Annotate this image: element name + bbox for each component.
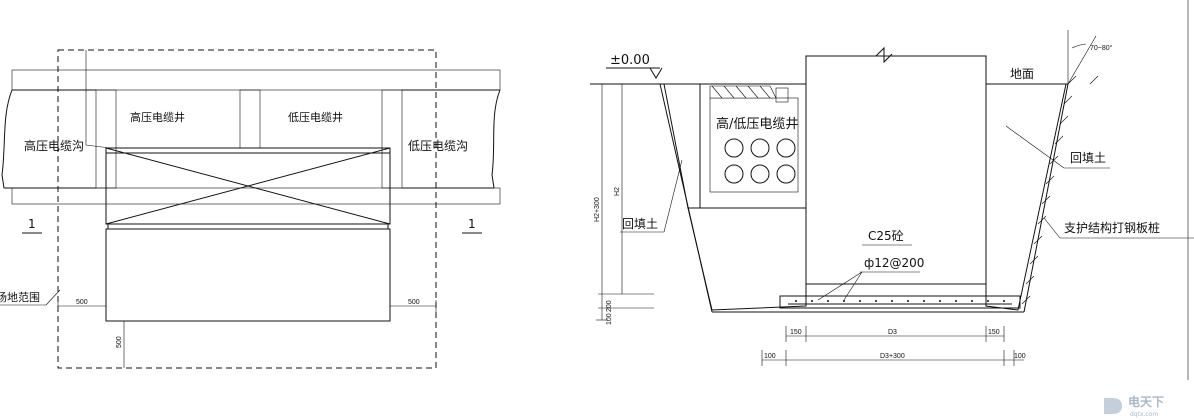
watermark-site: dqtx.com bbox=[1130, 411, 1158, 418]
pier-3 bbox=[381, 89, 403, 189]
label-site-range: 场地范围 bbox=[0, 290, 40, 304]
label-rebar: ф12@200 bbox=[864, 256, 924, 270]
section-mark-right: 1 bbox=[468, 217, 476, 231]
dim-500-left: 500 bbox=[76, 299, 88, 306]
watermark: 电天下 dqtx.com bbox=[1104, 394, 1164, 418]
dim-100-left: 100 bbox=[764, 353, 776, 360]
label-lv-trench: 低压电缆沟 bbox=[408, 139, 468, 153]
watermark-brand: 电天下 bbox=[1128, 394, 1164, 409]
foundation-block bbox=[105, 228, 391, 322]
equipment-body bbox=[805, 55, 987, 285]
dim-100: 100 bbox=[606, 313, 613, 325]
cable-well-brick bbox=[699, 83, 807, 209]
site-range-boundary bbox=[57, 49, 437, 369]
label-support: 支护结构打钢板桩 bbox=[1064, 220, 1160, 235]
dim-500-right: 500 bbox=[408, 299, 420, 306]
dim-100-right: 100 bbox=[1014, 353, 1026, 360]
break-symbol bbox=[875, 46, 893, 64]
dim-200: 200 bbox=[606, 300, 613, 312]
label-ground: 地面 bbox=[1010, 67, 1034, 81]
label-hv-trench: 高压电缆沟 bbox=[24, 138, 84, 153]
dim-150-right: 150 bbox=[988, 329, 1000, 336]
dim-500-bottom: 500 bbox=[116, 336, 123, 348]
label-backfill-right: 回填土 bbox=[1070, 151, 1106, 165]
backfill-left-lower bbox=[687, 207, 807, 311]
bottom-brick-course bbox=[11, 187, 501, 205]
label-backfill-left: 回填土 bbox=[622, 217, 658, 231]
dim-h2-300: H2+300 bbox=[594, 197, 601, 222]
top-brick-course bbox=[11, 69, 501, 91]
backfill-right bbox=[985, 83, 1067, 311]
left-plan-view: 高压电缆沟 高压电缆井 低压电缆井 低压电缆沟 1 1 场地范围 500 500… bbox=[0, 49, 501, 369]
label-concrete: C25砼 bbox=[868, 229, 904, 243]
dim-d3-300: D3+300 bbox=[880, 353, 905, 360]
label-lv-well: 低压电缆井 bbox=[288, 110, 343, 124]
dim-d3: D3 bbox=[888, 329, 897, 336]
left-break-curve bbox=[1, 89, 13, 189]
dim-h2: H2 bbox=[614, 187, 621, 196]
right-break-curve bbox=[491, 89, 501, 189]
dim-150-left: 150 bbox=[790, 329, 802, 336]
pier-2 bbox=[239, 89, 261, 149]
label-cable-well: 高/低压电缆井 bbox=[716, 116, 798, 132]
right-section-view: ±0.00 地面 高/低压电缆井 bbox=[590, 0, 1194, 380]
label-hv-well: 高压电缆井 bbox=[130, 110, 185, 124]
watermark-logo-icon bbox=[1104, 398, 1122, 414]
concrete-base-slab bbox=[779, 295, 1021, 309]
backfill-left-upper bbox=[663, 83, 701, 209]
label-angle: 70~80° bbox=[1090, 44, 1113, 52]
section-mark-left: 1 bbox=[28, 217, 36, 231]
label-elevation: ±0.00 bbox=[610, 53, 650, 68]
